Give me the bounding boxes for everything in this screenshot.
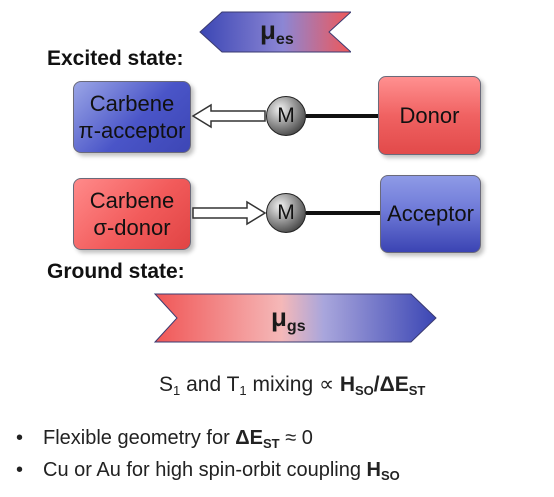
list-item: •Cu or Au for high spin-orbit coupling H… (16, 459, 400, 483)
open-arrow-to-metal (192, 200, 267, 226)
carbene-label: Carbene (89, 187, 175, 213)
mixing-relation: S1 and T1 mixing ∝ HSO/ΔEST (159, 373, 426, 398)
excited-state-label: Excited state: (47, 47, 184, 70)
carbene-sigma-donor-box: Carbene σ-donor (73, 178, 191, 250)
excited-dipole-label: μes (260, 15, 294, 48)
ground-state-label: Ground state: (47, 260, 185, 283)
open-arrow-to-carbene (191, 103, 266, 129)
acceptor-label: Acceptor (387, 201, 474, 227)
bullet-list: •Flexible geometry for ΔEST ≈ 0 •Cu or A… (14, 422, 400, 486)
list-item: •Flexible geometry for ΔEST ≈ 0 (16, 427, 313, 451)
metal-donor-bond (306, 114, 378, 118)
carbene-pi-acceptor-box: Carbene π-acceptor (73, 81, 191, 153)
sigma-donor-label: σ-donor (93, 215, 171, 240)
ground-dipole-label: μgs (271, 302, 306, 335)
ground-dipole-arrow: μgs (153, 292, 438, 344)
acceptor-box: Acceptor (380, 175, 481, 253)
metal-acceptor-bond (306, 211, 380, 215)
excited-dipole-arrow: μes (198, 10, 351, 54)
donor-label: Donor (399, 102, 460, 128)
metal-center-ground: M (266, 193, 306, 233)
carbene-label: Carbene (89, 90, 175, 116)
pi-acceptor-label: π-acceptor (78, 118, 186, 143)
metal-center-excited: M (266, 96, 306, 136)
donor-box: Donor (378, 76, 481, 155)
